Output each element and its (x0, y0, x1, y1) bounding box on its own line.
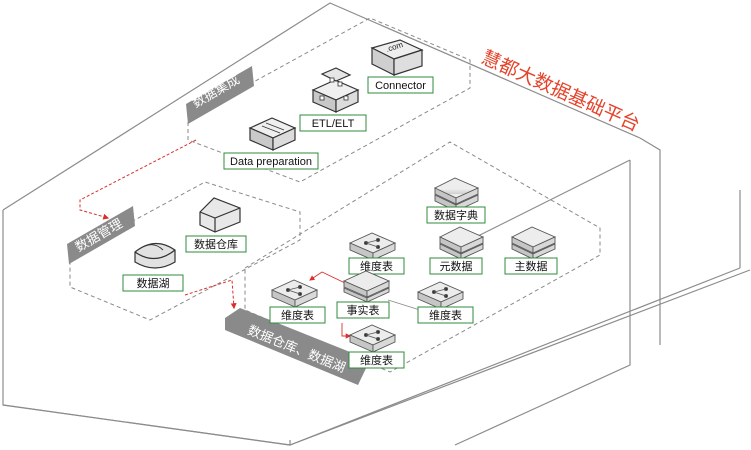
dim-top-node[interactable]: 维度表 (348, 257, 405, 275)
data-prep-node[interactable]: Data preparation (223, 152, 319, 170)
master-data-icon (510, 226, 557, 260)
connector-label: Connector (375, 80, 426, 92)
dim-top-label: 维度表 (360, 259, 393, 273)
dim-bottom-icon (348, 324, 397, 353)
dim-right-label: 维度表 (429, 308, 462, 322)
dim-bottom-label: 维度表 (360, 353, 393, 367)
master-data-label: 主数据 (515, 259, 548, 273)
dim-right-node[interactable]: 维度表 (417, 306, 474, 324)
metadata-label: 元数据 (440, 259, 473, 273)
connector-icon: .com (370, 39, 424, 76)
dim-right-icon (416, 281, 465, 310)
relation-arrows (309, 271, 352, 339)
etl-label: ETL/ELT (312, 118, 355, 130)
warehouse-panel (244, 141, 601, 373)
data-dictionary-icon (433, 177, 480, 212)
integration-panel (187, 17, 471, 183)
data-prep-icon (248, 117, 297, 151)
band-integration: 数据集成 (186, 66, 254, 124)
fact-table-node[interactable]: 事实表 (336, 301, 390, 319)
data-dictionary-label: 数据字典 (434, 208, 478, 222)
data-warehouse-label: 数据仓库 (194, 237, 238, 251)
master-data-node[interactable]: 主数据 (504, 257, 558, 275)
metadata-icon (438, 226, 485, 260)
platform-title: 慧都大数据基础平台 (478, 46, 643, 136)
dim-left-node[interactable]: 维度表 (269, 306, 326, 324)
metadata-node[interactable]: 元数据 (429, 257, 483, 275)
dim-bottom-node[interactable]: 维度表 (348, 351, 405, 369)
data-lake-icon (134, 242, 176, 269)
dim-left-icon (270, 279, 319, 308)
connector-node[interactable]: Connector (367, 76, 434, 94)
data-lake-label: 数据湖 (137, 276, 170, 290)
dim-left-label: 维度表 (281, 308, 314, 322)
flow-arrows (79, 139, 237, 310)
data-lake-node[interactable]: 数据湖 (122, 274, 184, 292)
data-dictionary-node[interactable]: 数据字典 (426, 206, 486, 224)
data-warehouse-icon (199, 197, 241, 233)
data-prep-label: Data preparation (230, 156, 312, 168)
band-management: 数据管理 (67, 206, 135, 264)
management-panel (69, 181, 301, 321)
fact-table-label: 事实表 (347, 303, 380, 317)
etl-node[interactable]: ETL/ELT (299, 114, 367, 132)
dim-top-icon (348, 232, 397, 261)
etl-icon (311, 67, 360, 113)
fact-table-icon (342, 270, 391, 303)
data-warehouse-node[interactable]: 数据仓库 (185, 235, 247, 253)
